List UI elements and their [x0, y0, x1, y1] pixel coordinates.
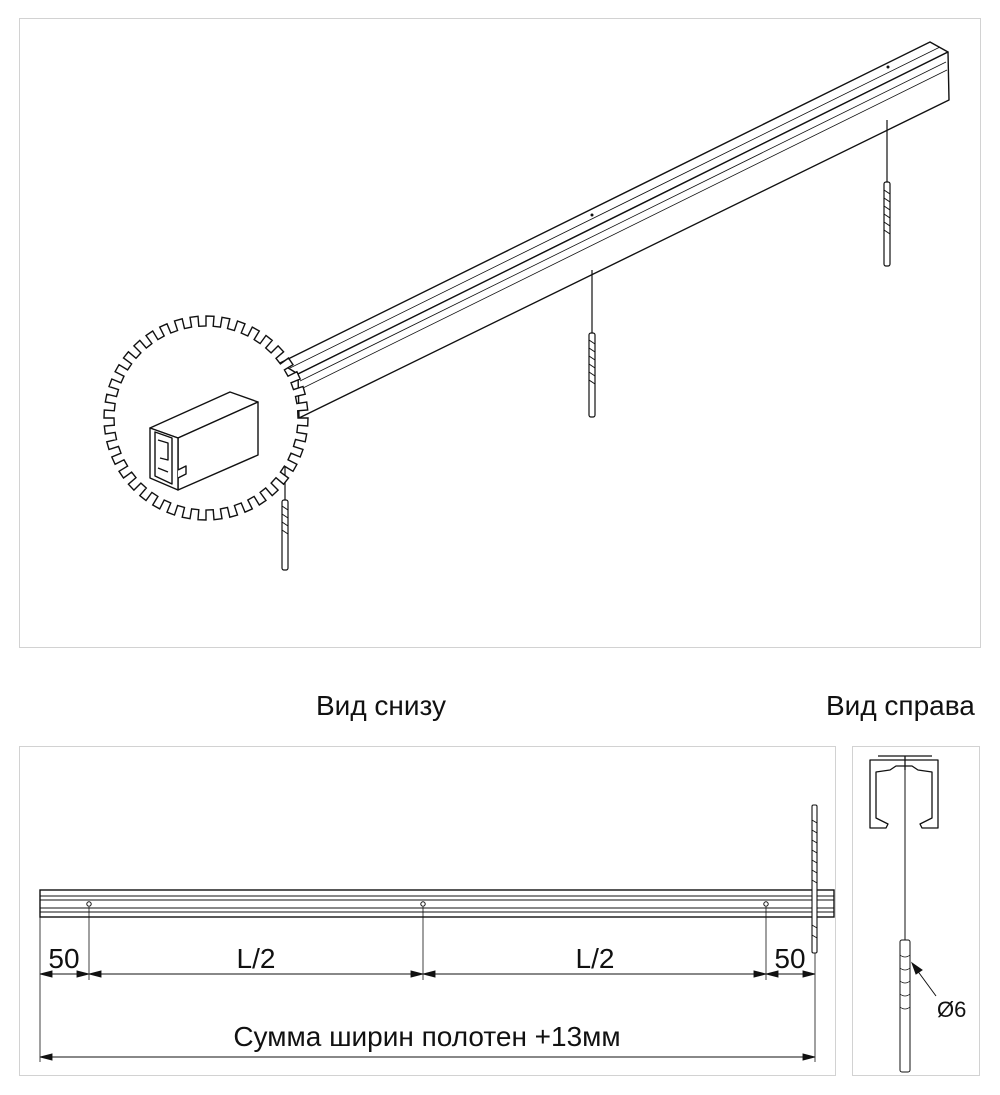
profile-detail	[149, 391, 259, 491]
side-view-profile	[869, 755, 939, 829]
dim-edge-right: 50	[774, 943, 805, 974]
dim-total-width: Сумма ширин полотен +13мм	[233, 1021, 620, 1052]
dim-half-left: L/2	[237, 943, 276, 974]
dim-half-right: L/2	[576, 943, 615, 974]
hanging-rod	[883, 120, 891, 267]
dimension-extension-lines	[39, 907, 816, 1062]
mount-hole	[886, 65, 890, 69]
diameter-leader	[910, 961, 937, 997]
side-view-title: Вид справа	[826, 690, 975, 721]
bottom-view-hole	[420, 901, 426, 907]
bottom-view-hole	[86, 901, 92, 907]
side-view-rod	[899, 770, 911, 1073]
bottom-view-rail	[39, 889, 835, 918]
dimension-lines	[39, 970, 816, 1061]
dim-edge-left: 50	[48, 943, 79, 974]
hanging-rod	[588, 270, 596, 418]
isometric-rail	[279, 41, 950, 419]
bottom-view-title: Вид снизу	[316, 690, 447, 721]
mount-hole	[590, 213, 594, 217]
dim-rod-diameter: Ø6	[937, 997, 966, 1022]
bottom-view-end-rod	[811, 804, 818, 954]
bottom-view-hole	[763, 901, 769, 907]
